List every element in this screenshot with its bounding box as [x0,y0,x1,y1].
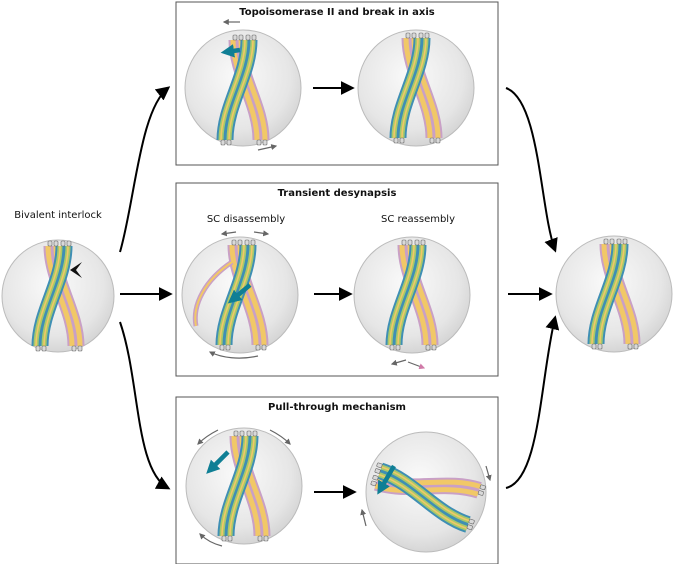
title-pull-through: Pull-through mechanism [268,402,406,413]
title-topoisomerase: Topoisomerase II and break in axis [239,7,435,18]
teal-motion-arrow-icon [206,450,230,474]
label-bivalent-interlock: Bivalent interlock [14,210,102,221]
flow-arrow-topo-to-result [505,87,558,253]
label-sc-disassembly: SC disassembly [207,214,285,225]
teal-motion-arrow-icon [227,283,252,304]
teal-motion-arrow-icon [220,44,241,58]
interlock-pointer-icon [70,262,82,278]
title-transient-desynapsis: Transient desynapsis [278,188,397,199]
sphere-topo-after [357,29,475,147]
sphere-pull-through-1 [185,427,303,547]
label-sc-reassembly: SC reassembly [381,214,455,225]
sphere-sc-disassembly [181,230,299,359]
sphere-bivalent-interlock [1,239,115,353]
flow-arrow-to-topoisomerase [119,86,171,253]
sphere-pull-through-2 [360,431,492,553]
teal-motion-arrow-icon [377,464,396,495]
sphere-topo-before [184,19,302,151]
panel-topoisomerase [175,1,499,166]
flow-arrow-to-pull-through [119,321,171,490]
flow-arrow-pull-through-to-result [505,315,560,489]
panel-transient-desynapsis [175,182,499,377]
sphere-result [555,235,673,353]
sphere-sc-reassembly [353,236,471,370]
